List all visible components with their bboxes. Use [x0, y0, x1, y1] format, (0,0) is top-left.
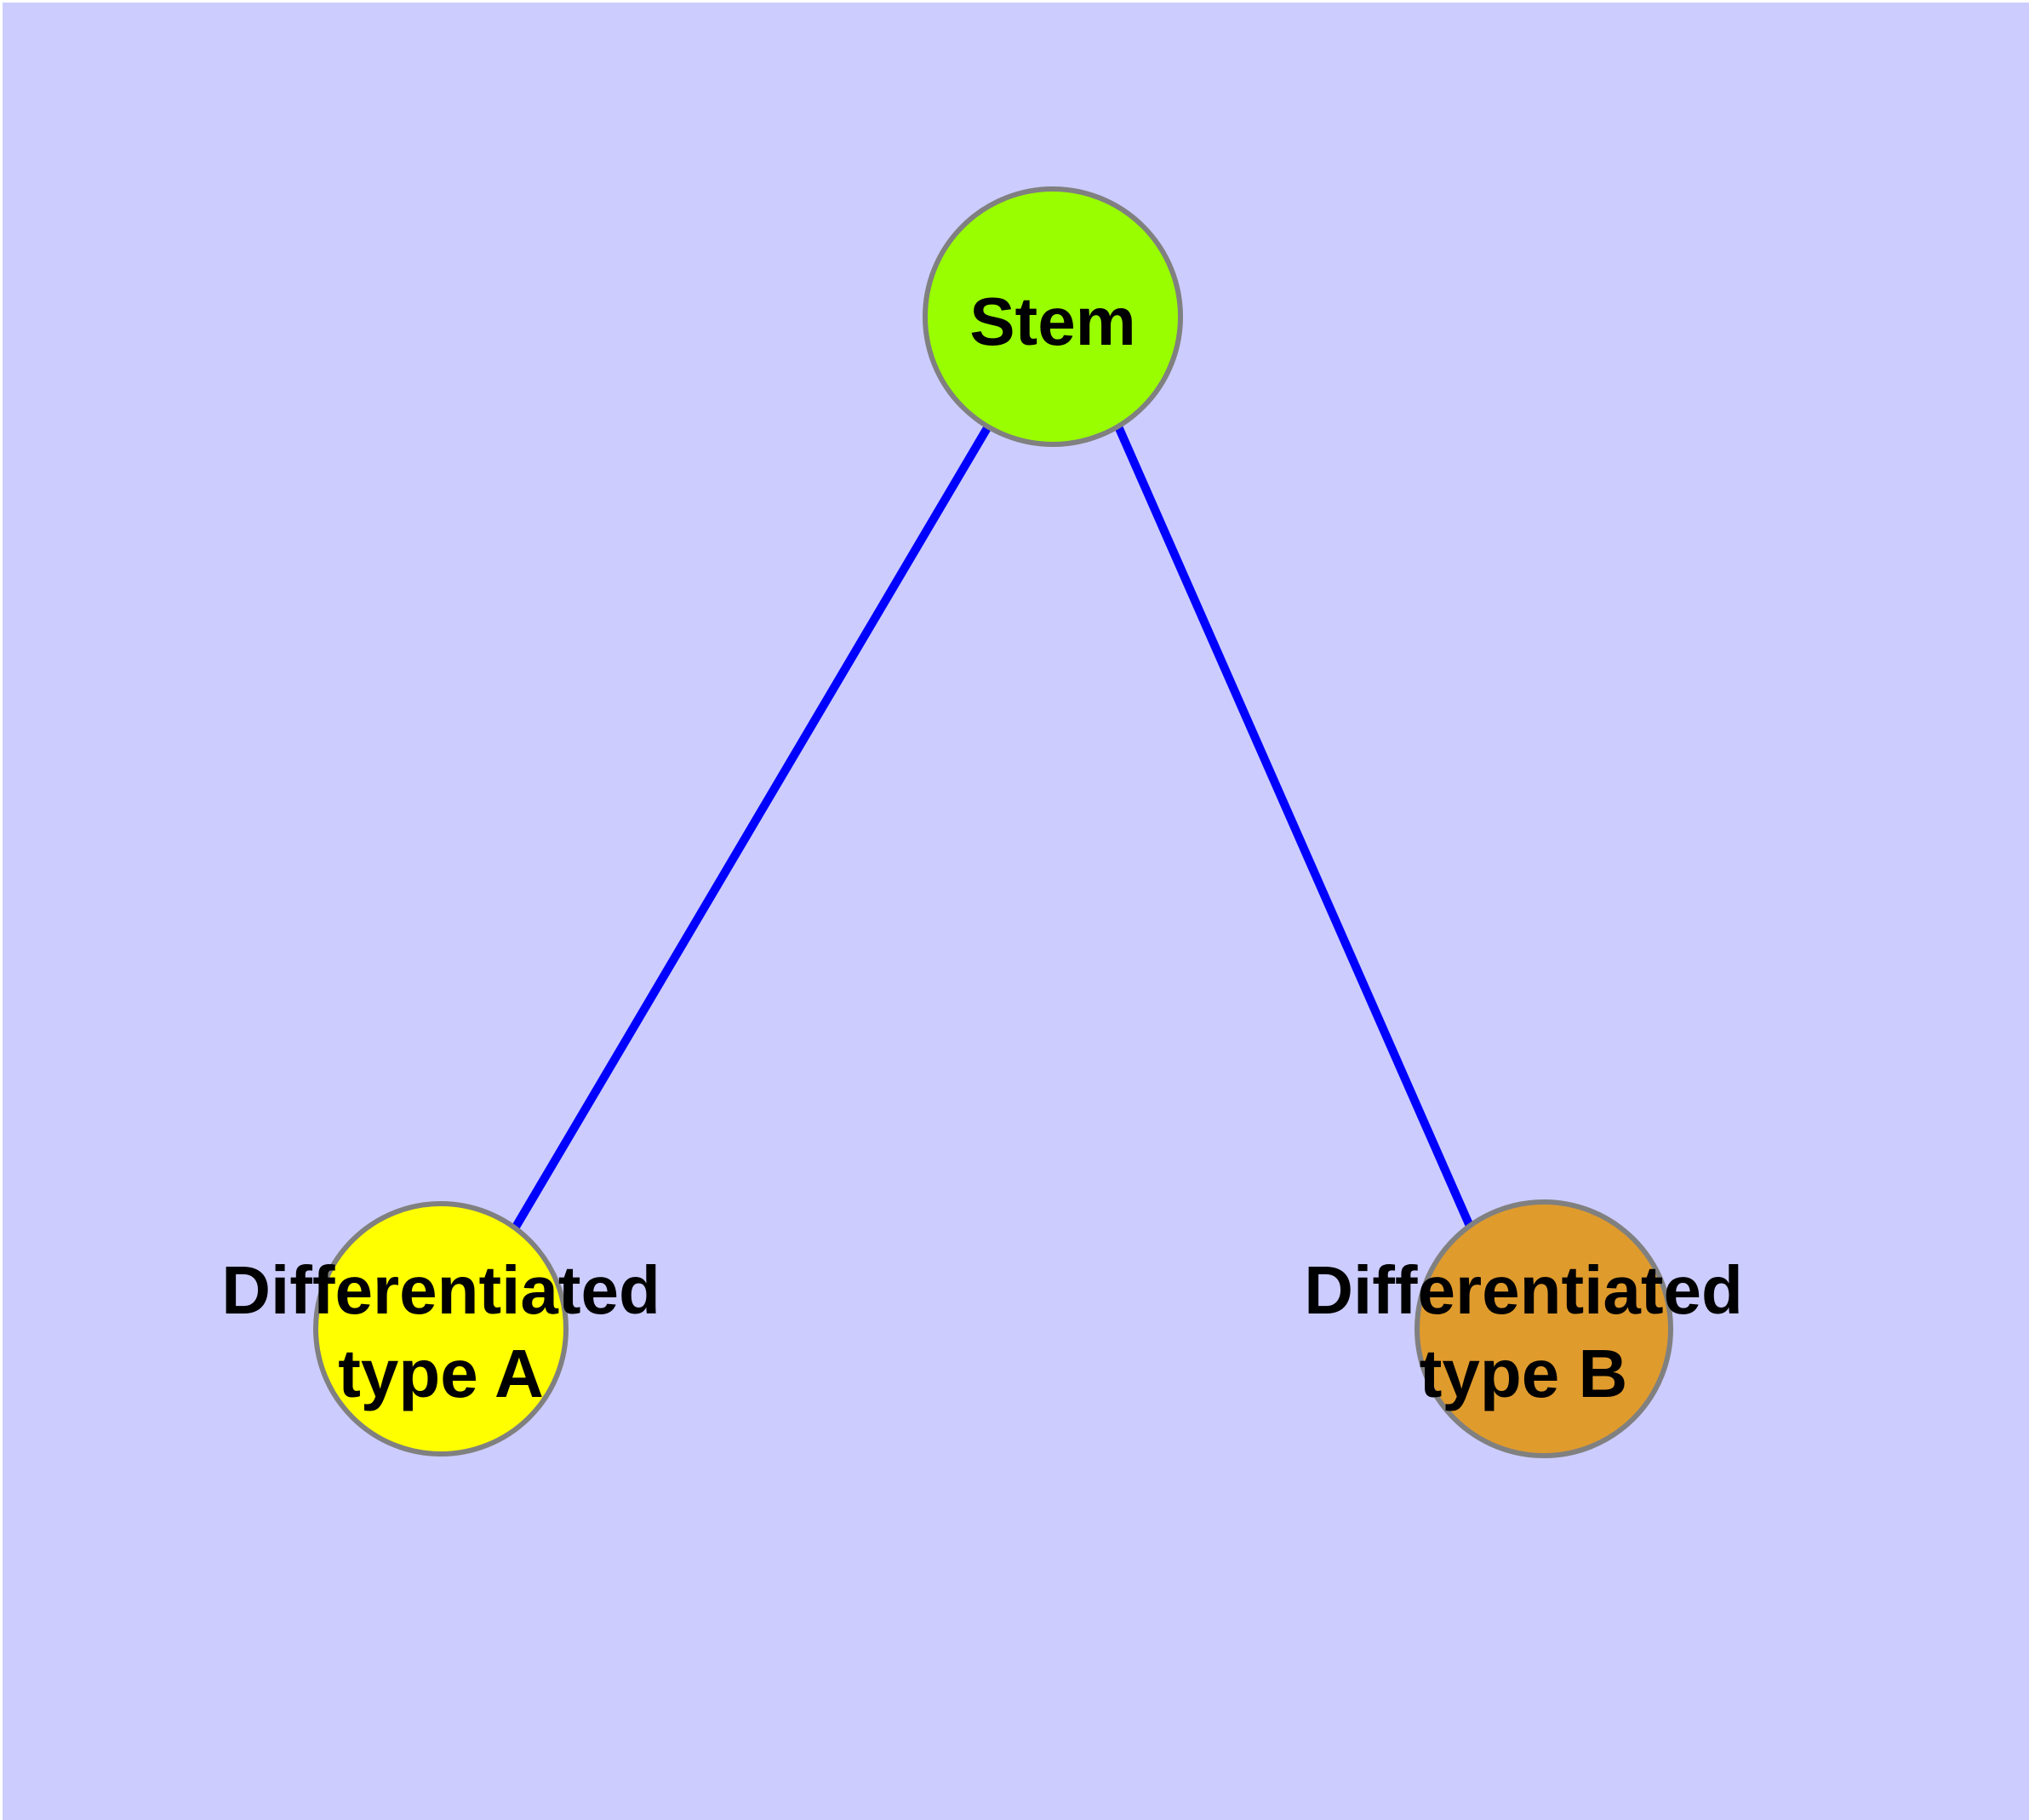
left-edge-strip: [0, 0, 3, 1820]
node-differentiated-type-b[interactable]: Differentiated type B: [1304, 1199, 1743, 1458]
node-differentiated-type-b-label-line-1: Differentiated: [1304, 1252, 1743, 1328]
node-group: Stem Differentiated type A Differentiate…: [221, 186, 1743, 1458]
node-differentiated-type-a[interactable]: Differentiated type A: [221, 1201, 660, 1457]
top-edge-strip: [0, 0, 2029, 3]
node-stem[interactable]: Stem: [923, 186, 1183, 447]
edge-stem-to-differentiated-type-a: [511, 424, 992, 1231]
edge-group: [511, 424, 1476, 1233]
node-differentiated-type-b-circle[interactable]: [1415, 1199, 1673, 1458]
node-differentiated-type-a-label-line-1: Differentiated: [221, 1252, 660, 1328]
node-differentiated-type-a-label-line-2: type A: [338, 1336, 544, 1411]
node-stem-circle[interactable]: [923, 186, 1183, 447]
edge-stem-to-differentiated-type-b: [1114, 424, 1476, 1233]
node-stem-label-line-1: Stem: [969, 283, 1136, 359]
node-differentiated-type-b-label-line-2: type B: [1420, 1336, 1628, 1411]
node-differentiated-type-a-circle[interactable]: [313, 1201, 569, 1457]
